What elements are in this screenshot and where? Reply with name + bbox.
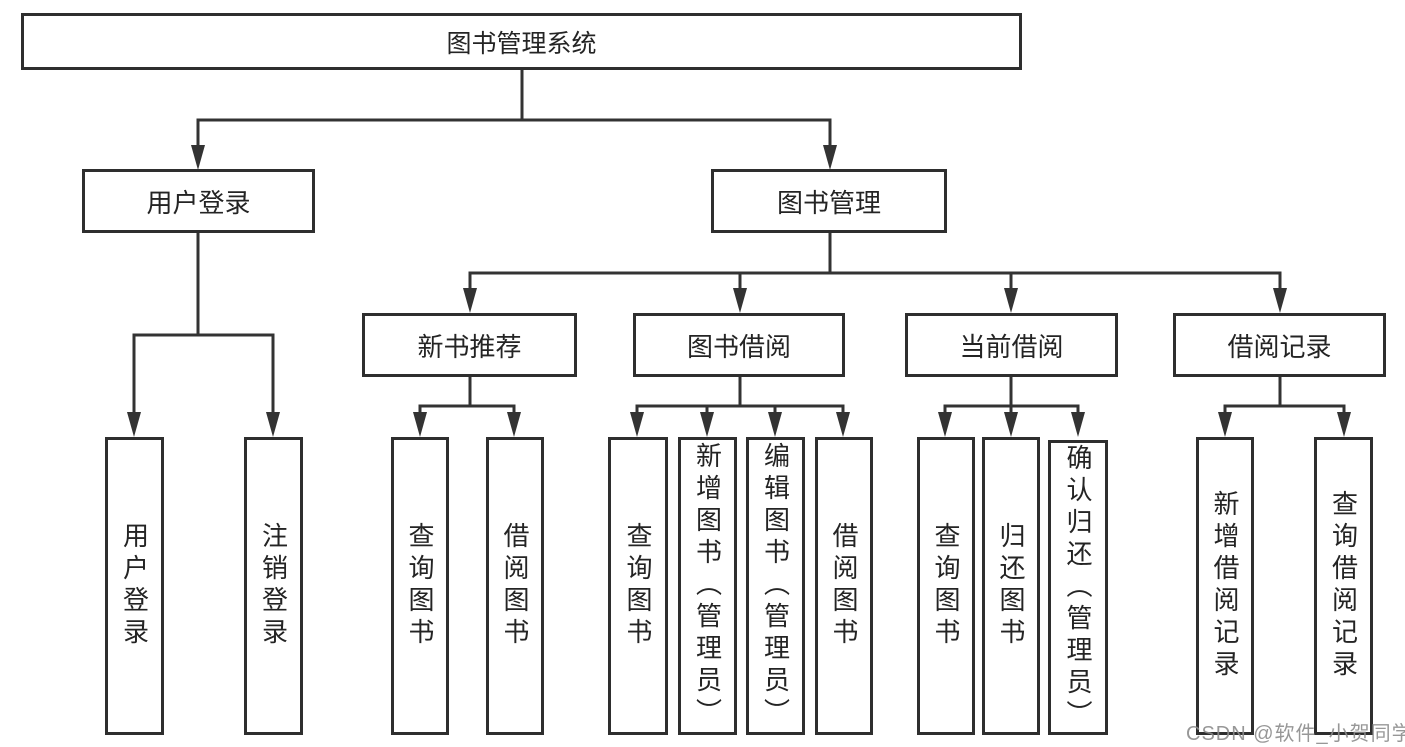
leaf-borrow-books-recommend: 借阅图书 [486,437,544,735]
node-label: 编辑图书（管理员） [760,442,791,730]
node-label: 查询图书 [623,522,653,650]
node-label: 当前借阅 [959,331,1064,362]
node-label: 借阅图书 [500,522,530,650]
node-label: 查询借阅记录 [1328,490,1359,682]
leaf-edit-books-admin: 编辑图书（管理员） [746,437,805,735]
leaf-confirm-return-admin: 确认归还（管理员） [1048,440,1108,735]
leaf-query-books-borrowing: 查询图书 [608,437,668,735]
node-current-borrowing: 当前借阅 [905,313,1118,377]
node-label: 图书借阅 [686,331,791,362]
leaf-logout: 注销登录 [244,437,303,735]
node-label: 查询图书 [931,522,961,650]
node-label: 图书管理 [776,187,881,218]
leaf-query-books-recommend: 查询图书 [391,437,449,735]
node-label: 图书管理系统 [446,29,597,58]
leaf-query-borrow-record: 查询借阅记录 [1314,437,1373,735]
node-book-management: 图书管理 [711,169,947,233]
node-label: 归还图书 [996,522,1026,650]
node-label: 用户登录 [119,522,150,650]
leaf-borrow-books-borrowing: 借阅图书 [815,437,873,735]
node-label: 新书推荐 [417,331,522,362]
leaf-add-borrow-record: 新增借阅记录 [1196,437,1254,735]
node-label: 新增借阅记录 [1210,490,1240,682]
node-new-book-recommendation: 新书推荐 [362,313,577,377]
leaf-user-login: 用户登录 [105,437,164,735]
leaf-return-books: 归还图书 [982,437,1040,735]
node-borrowing-records: 借阅记录 [1173,313,1386,377]
node-label: 新增图书（管理员） [692,442,723,730]
leaf-add-books-admin: 新增图书（管理员） [678,437,737,735]
node-library-management-system: 图书管理系统 [21,13,1022,70]
node-label: 查询图书 [405,522,435,650]
node-label: 用户登录 [146,187,251,218]
node-label: 注销登录 [258,522,289,650]
leaf-query-books-current: 查询图书 [917,437,975,735]
arrowheads [127,145,1351,437]
node-book-borrowing: 图书借阅 [633,313,845,377]
node-label: 借阅记录 [1227,331,1332,362]
node-user-login: 用户登录 [82,169,315,233]
node-label: 借阅图书 [829,522,859,650]
csdn-watermark: CSDN @软件_小贺同学 [1186,723,1405,745]
node-label: 确认归还（管理员） [1063,443,1093,732]
